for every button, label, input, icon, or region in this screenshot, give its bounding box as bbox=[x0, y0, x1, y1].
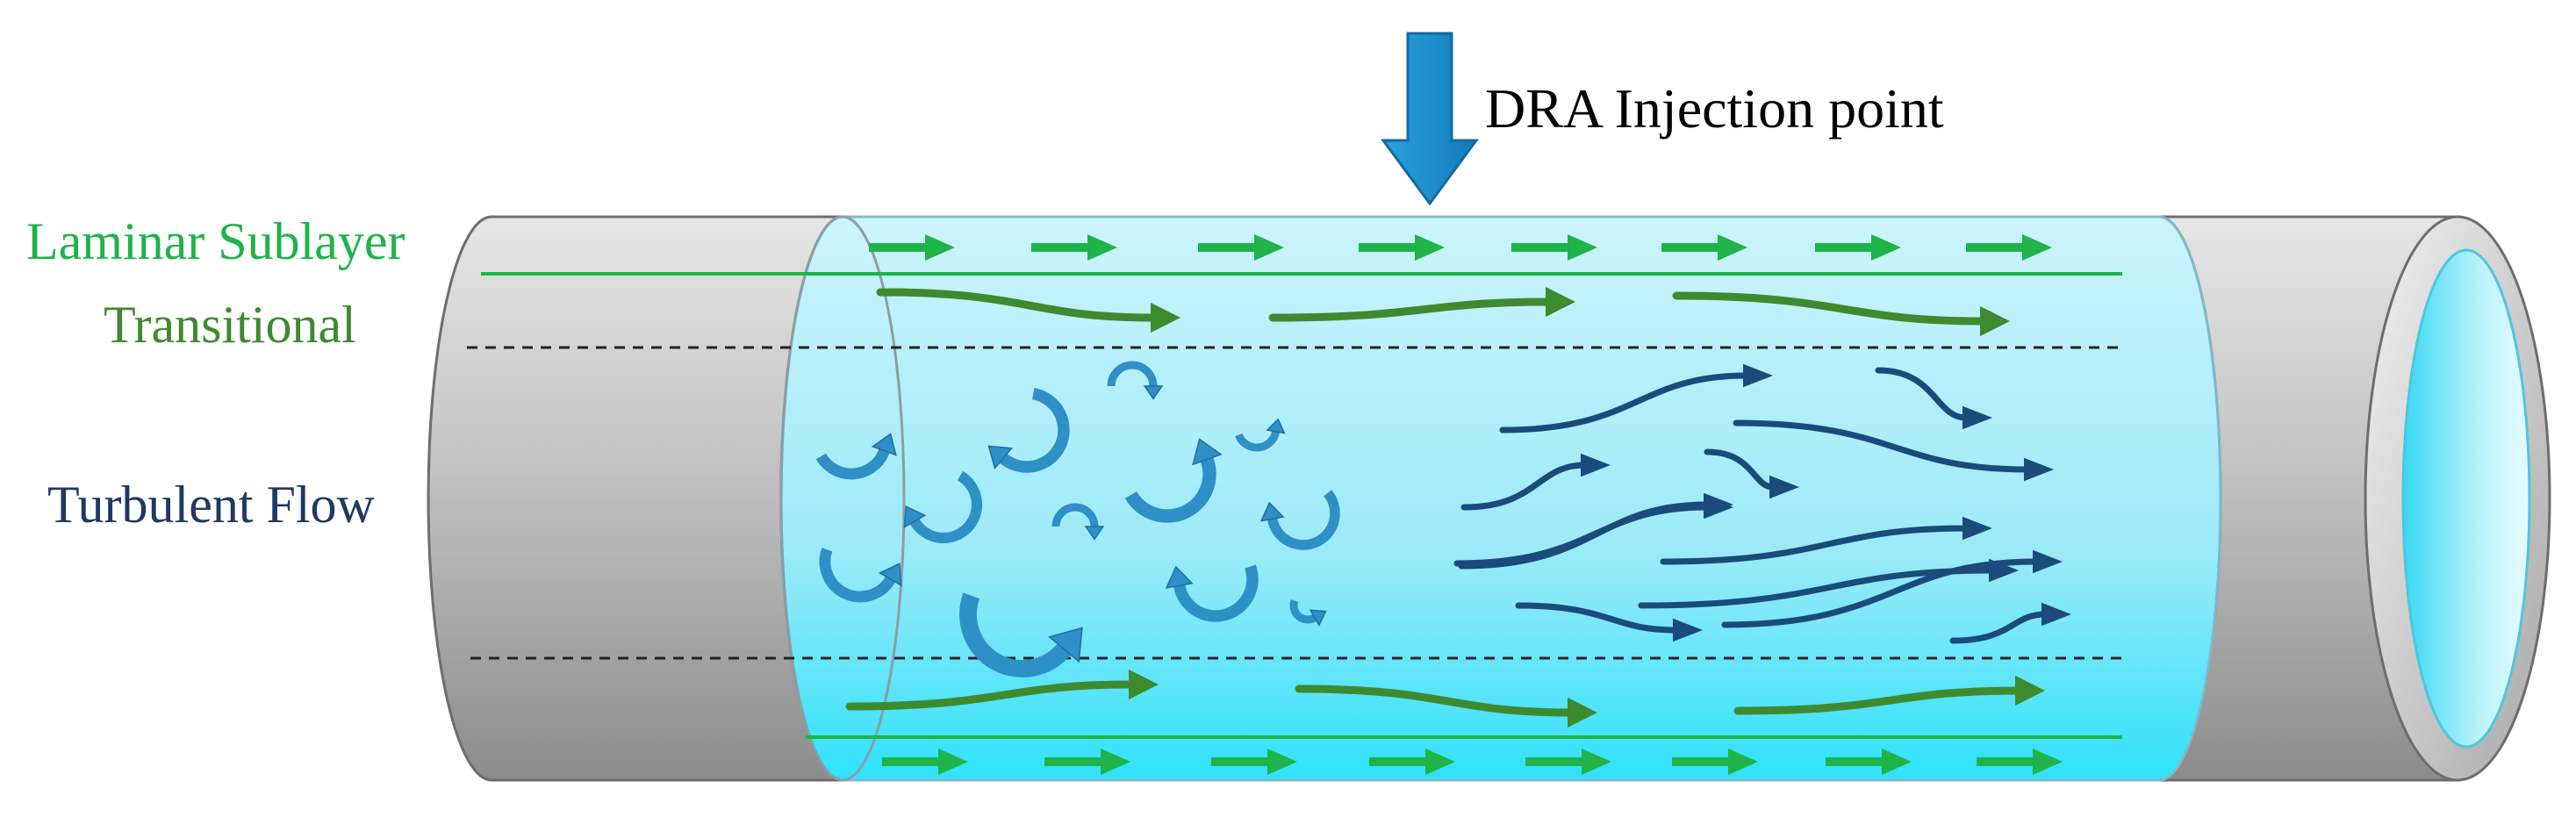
eddy-arrow-icon-head bbox=[987, 445, 1014, 470]
transitional-arrow-icon-head bbox=[2015, 675, 2045, 706]
eddy-arrow-icon bbox=[959, 592, 1072, 677]
laminar-arrow-icon bbox=[1198, 234, 1284, 261]
turbulent-arrows bbox=[1453, 363, 2071, 644]
laminar-arrow-icon bbox=[1359, 234, 1445, 261]
turbulent-arrow-icon-head bbox=[1989, 558, 2019, 583]
eddy-arrow-icon bbox=[1173, 564, 1259, 622]
turbulent-arrow-icon-head bbox=[2033, 549, 2063, 574]
turbulent-flow-label: Turbulent Flow bbox=[47, 476, 376, 534]
transitional-arrow-icon bbox=[1733, 686, 2023, 715]
eddy-arrow-icon-head bbox=[1309, 609, 1327, 627]
transitional-label: Transitional bbox=[104, 296, 356, 354]
turbulent-arrow-icon bbox=[1721, 558, 2040, 628]
turbulent-arrow-icon bbox=[1638, 567, 1996, 609]
turbulent-arrow-icon-head bbox=[1962, 516, 1992, 541]
laminar-arrows bbox=[869, 234, 2063, 775]
eddy-arrow-icon bbox=[1266, 490, 1340, 550]
laminar-arrow-icon bbox=[1977, 749, 2063, 775]
eddy-arrow-icon bbox=[815, 448, 890, 480]
down-arrow-icon bbox=[1381, 32, 1479, 206]
laminar-arrow-icon bbox=[869, 234, 955, 261]
turbulent-arrow-icon bbox=[1875, 367, 1970, 421]
eddy-arrow-icon bbox=[1107, 361, 1158, 387]
transitional-arrow-icon-head bbox=[1151, 302, 1180, 333]
eddy-arrow-icon-head bbox=[1048, 627, 1083, 663]
laminar-sublayer-label: Laminar Sublayer bbox=[26, 212, 405, 270]
eddy-arrow-icon-head bbox=[1259, 501, 1285, 522]
laminar-arrow-icon bbox=[1966, 234, 2052, 261]
laminar-arrow-icon bbox=[1672, 749, 1758, 775]
layer-boundaries bbox=[467, 272, 2122, 739]
laminar-arrow-icon bbox=[1031, 234, 1117, 261]
turbulent-arrow-icon bbox=[1733, 419, 2031, 473]
eddy-arrow-icon-head bbox=[1165, 565, 1194, 589]
laminar-arrow-icon bbox=[1211, 749, 1297, 775]
turbulent-arrow-icon bbox=[1458, 501, 1711, 570]
laminar-arrow-icon bbox=[1661, 234, 1747, 261]
eddy-arrow-icon-head bbox=[1084, 526, 1105, 541]
laminar-arrow-icon bbox=[1826, 749, 1912, 775]
turbulent-arrow-icon bbox=[1515, 602, 1680, 634]
transitional-arrow-icon bbox=[1268, 297, 1553, 322]
laminar-arrow-icon bbox=[1525, 749, 1611, 775]
eddy-arrow-icon bbox=[1051, 503, 1099, 527]
laminar-arrow-icon bbox=[1511, 234, 1597, 261]
eddy-arrow-icon bbox=[1124, 456, 1216, 523]
transitional-arrows bbox=[845, 286, 2045, 728]
transitional-arrow-icon-head bbox=[1568, 697, 1597, 728]
eddy-arrow-icon bbox=[1235, 430, 1281, 452]
eddy-arrow-icon bbox=[999, 388, 1070, 473]
eddy-arrow-icon-head bbox=[878, 563, 902, 587]
turbulent-arrow-icon-head bbox=[1673, 618, 1703, 642]
eddy-arrow-icon-head bbox=[903, 505, 927, 529]
laminar-arrow-icon bbox=[882, 749, 968, 775]
eddy-arrows bbox=[815, 361, 1340, 677]
turbulent-arrow-icon bbox=[1660, 525, 1970, 565]
laminar-arrow-icon bbox=[1044, 749, 1130, 775]
turbulent-arrow-icon-head bbox=[1769, 475, 1799, 499]
turbulent-arrow-icon-head bbox=[2041, 602, 2071, 627]
turbulent-arrow-icon bbox=[1460, 462, 1588, 511]
eddy-arrow-icon-head bbox=[1192, 438, 1223, 466]
turbulent-arrow-icon bbox=[1949, 611, 2049, 644]
pipe-left-joint bbox=[779, 215, 906, 782]
transitional-arrow-icon bbox=[845, 680, 1137, 711]
eddy-arrow-icon bbox=[1289, 598, 1317, 624]
transitional-arrow-icon-head bbox=[1129, 669, 1159, 700]
turbulent-arrow-icon bbox=[1704, 448, 1776, 491]
transitional-arrow-icon bbox=[876, 288, 1159, 322]
eddy-arrow-icon bbox=[909, 470, 983, 544]
transitional-arrow-icon bbox=[1672, 291, 1988, 326]
transitional-arrow-icon-head bbox=[1546, 286, 1575, 318]
eddy-arrow-icon bbox=[819, 548, 896, 603]
eddy-arrow-icon-head bbox=[871, 433, 897, 456]
turbulent-arrow-icon-head bbox=[1581, 453, 1611, 477]
transitional-arrow-icon bbox=[1295, 684, 1575, 717]
laminar-arrow-icon bbox=[1815, 234, 1901, 261]
eddy-arrow-icon-head bbox=[1266, 418, 1286, 434]
turbulent-arrow-icon-head bbox=[1962, 405, 1992, 430]
turbulent-arrow-icon-head bbox=[2024, 457, 2054, 482]
transitional-arrow-icon-head bbox=[1980, 305, 2010, 337]
pipe-right-opening bbox=[2401, 248, 2531, 749]
laminar-arrow-icon bbox=[1369, 749, 1455, 775]
eddy-arrow-icon-head bbox=[1143, 385, 1164, 400]
injection-label: DRA Injection point bbox=[1485, 77, 1944, 140]
turbulent-arrow-icon bbox=[1499, 372, 1750, 434]
turbulent-arrow-icon-head bbox=[1704, 492, 1733, 517]
turbulent-arrow-icon-head bbox=[1743, 363, 1773, 388]
pipe bbox=[427, 215, 2551, 782]
